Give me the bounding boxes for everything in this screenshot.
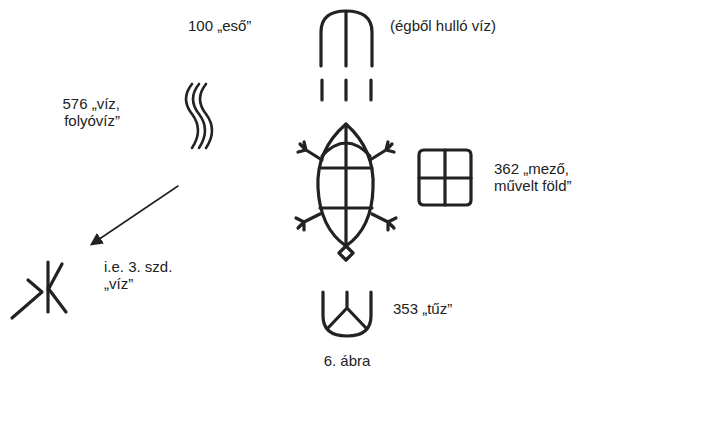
turtle-leg: [370, 142, 394, 160]
rain-symbol: [321, 11, 372, 100]
symbol-label: i.e. 3. szd. „víz”: [104, 258, 182, 292]
fire-cup: [323, 292, 371, 336]
rain-arch: [321, 11, 372, 66]
symbol-label: 362 „mező, művelt föld”: [494, 160, 590, 194]
label-slot: 100 „eső”: [188, 17, 251, 34]
label-slot: i.e. 3. szd. „víz”: [104, 258, 182, 292]
water-sign: [12, 262, 66, 318]
turtle-leg: [296, 214, 320, 230]
figure-caption: 6. ábra: [324, 352, 371, 369]
field-square: [419, 150, 471, 205]
label-slot: 353 „tűz”: [393, 300, 452, 317]
symbol-label: 576 „víz, folyóvíz”: [40, 95, 120, 129]
symbol-label: (égből hulló víz): [390, 17, 496, 34]
turtle-tail: [339, 246, 353, 260]
fire-symbol: [323, 292, 371, 336]
water-symbol: [186, 84, 212, 148]
symbol-label: 353 „tűz”: [393, 300, 452, 317]
water-wave: [200, 84, 212, 148]
turtle-shell: [318, 124, 373, 246]
label-slot: 576 „víz, folyóvíz”: [40, 95, 120, 129]
shell-line: [320, 168, 372, 208]
fire-branch: [328, 292, 366, 328]
water-wave: [193, 84, 205, 148]
turtle-leg: [372, 214, 396, 230]
caption-slot: 6. ábra: [324, 352, 371, 369]
sign-stroke: [12, 280, 42, 318]
turtle-symbol: [296, 124, 396, 260]
field-cross: [419, 150, 471, 205]
label-slot: (égből hulló víz): [390, 17, 496, 34]
sign-stroke: [48, 264, 66, 312]
derivation-arrow: [92, 186, 178, 244]
label-slot: 362 „mező, művelt föld”: [494, 160, 590, 194]
rain-stroke: [344, 12, 347, 66]
symbol-label: 100 „eső”: [188, 17, 251, 34]
field-symbol: [419, 150, 471, 205]
shell-arc: [322, 143, 370, 156]
water-wave: [186, 84, 198, 148]
turtle-leg: [298, 142, 322, 160]
rain-drops: [322, 80, 371, 100]
